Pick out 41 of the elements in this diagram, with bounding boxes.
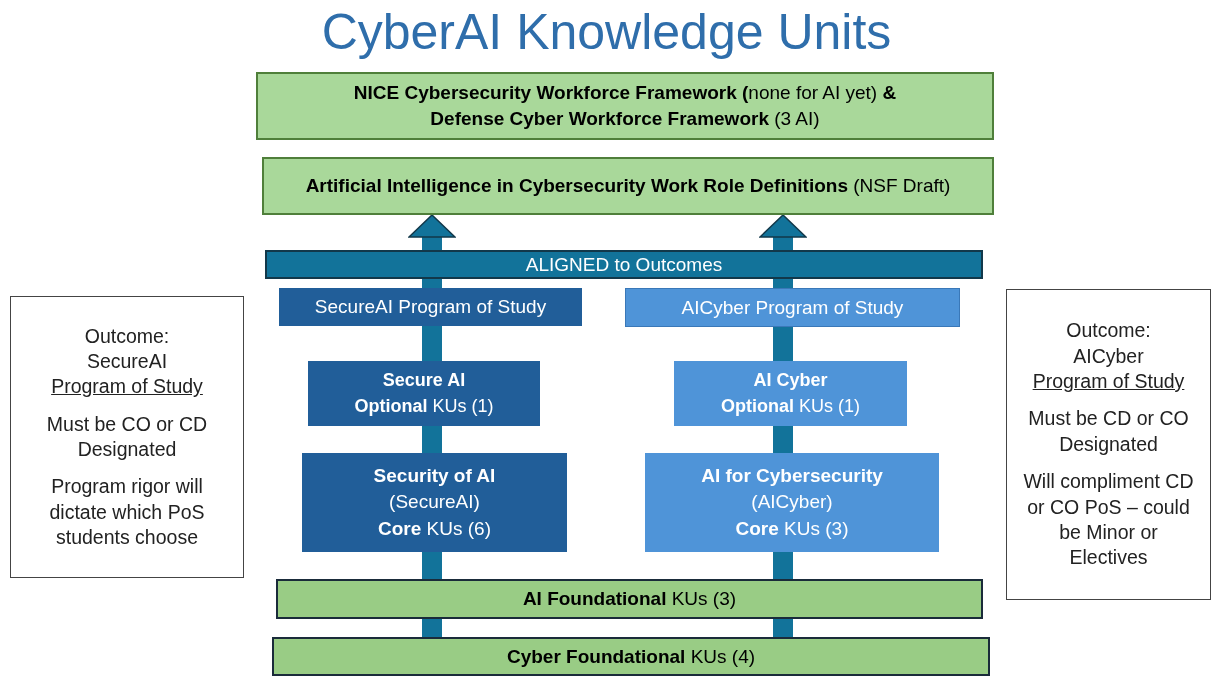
banner-bar	[265, 250, 983, 279]
outcome-text: Outcome:	[84, 323, 170, 349]
outcome-text: Will compliment CD or CO PoS – could be Minor or Electives	[1023, 469, 1194, 571]
box-text: ALIGNED to Outcomes	[525, 252, 723, 277]
ku-text: (SecureAI)	[389, 490, 480, 515]
program-box	[625, 288, 960, 327]
outcome-text: Outcome:	[1066, 318, 1151, 344]
box-text: AICyber Program of Study	[681, 295, 904, 320]
ku-text: Core KUs (3)	[735, 516, 849, 541]
box-text: Artificial Intelligence in Cybersecurity Work Role Definitions (NSF Draft)	[305, 174, 951, 199]
ku-text: Optional KUs (1)	[721, 394, 860, 418]
outcome-box	[10, 296, 244, 578]
ku-box	[674, 361, 907, 426]
outcome-text: Program rigor will dictate which PoS students choose	[48, 474, 206, 551]
outcome-text: SecureAI	[86, 348, 168, 374]
framework-box	[256, 72, 994, 140]
outcome-box	[1006, 289, 1211, 600]
ku-text: (AICyber)	[751, 490, 833, 515]
outcome-text: Must be CO or CD Designated	[45, 411, 209, 462]
box-text: AI Foundational KUs (3)	[522, 587, 737, 612]
outcome-text: Program of Study	[51, 374, 203, 400]
outcome-text: Program of Study	[1032, 369, 1185, 395]
title: CyberAI Knowledge Units	[321, 3, 892, 62]
ku-text: AI Cyber	[753, 369, 828, 393]
foundation-bar	[276, 579, 983, 619]
ku-text: Optional KUs (1)	[354, 394, 494, 418]
box-text: SecureAI Program of Study	[314, 295, 547, 320]
ku-text: Security of AI	[373, 463, 496, 488]
ku-text: Secure AI	[382, 369, 466, 393]
foundation-bar	[272, 637, 990, 676]
outcome-text: Must be CD or CO Designated	[1027, 406, 1190, 457]
ku-text: Core KUs (6)	[378, 516, 491, 541]
program-box	[279, 288, 582, 326]
ku-box	[302, 453, 567, 552]
outcome-text: AICyber	[1073, 343, 1144, 369]
framework-box	[262, 157, 994, 215]
ku-text: AI for Cybersecurity	[701, 463, 883, 488]
ku-box	[308, 361, 540, 426]
box-text: Cyber Foundational KUs (4)	[506, 644, 756, 669]
box-text: NICE Cybersecurity Workforce Framework (none for AI yet) & Defense Cyber Workforce Framework (3 AI)	[352, 81, 898, 131]
ku-box	[645, 453, 939, 552]
